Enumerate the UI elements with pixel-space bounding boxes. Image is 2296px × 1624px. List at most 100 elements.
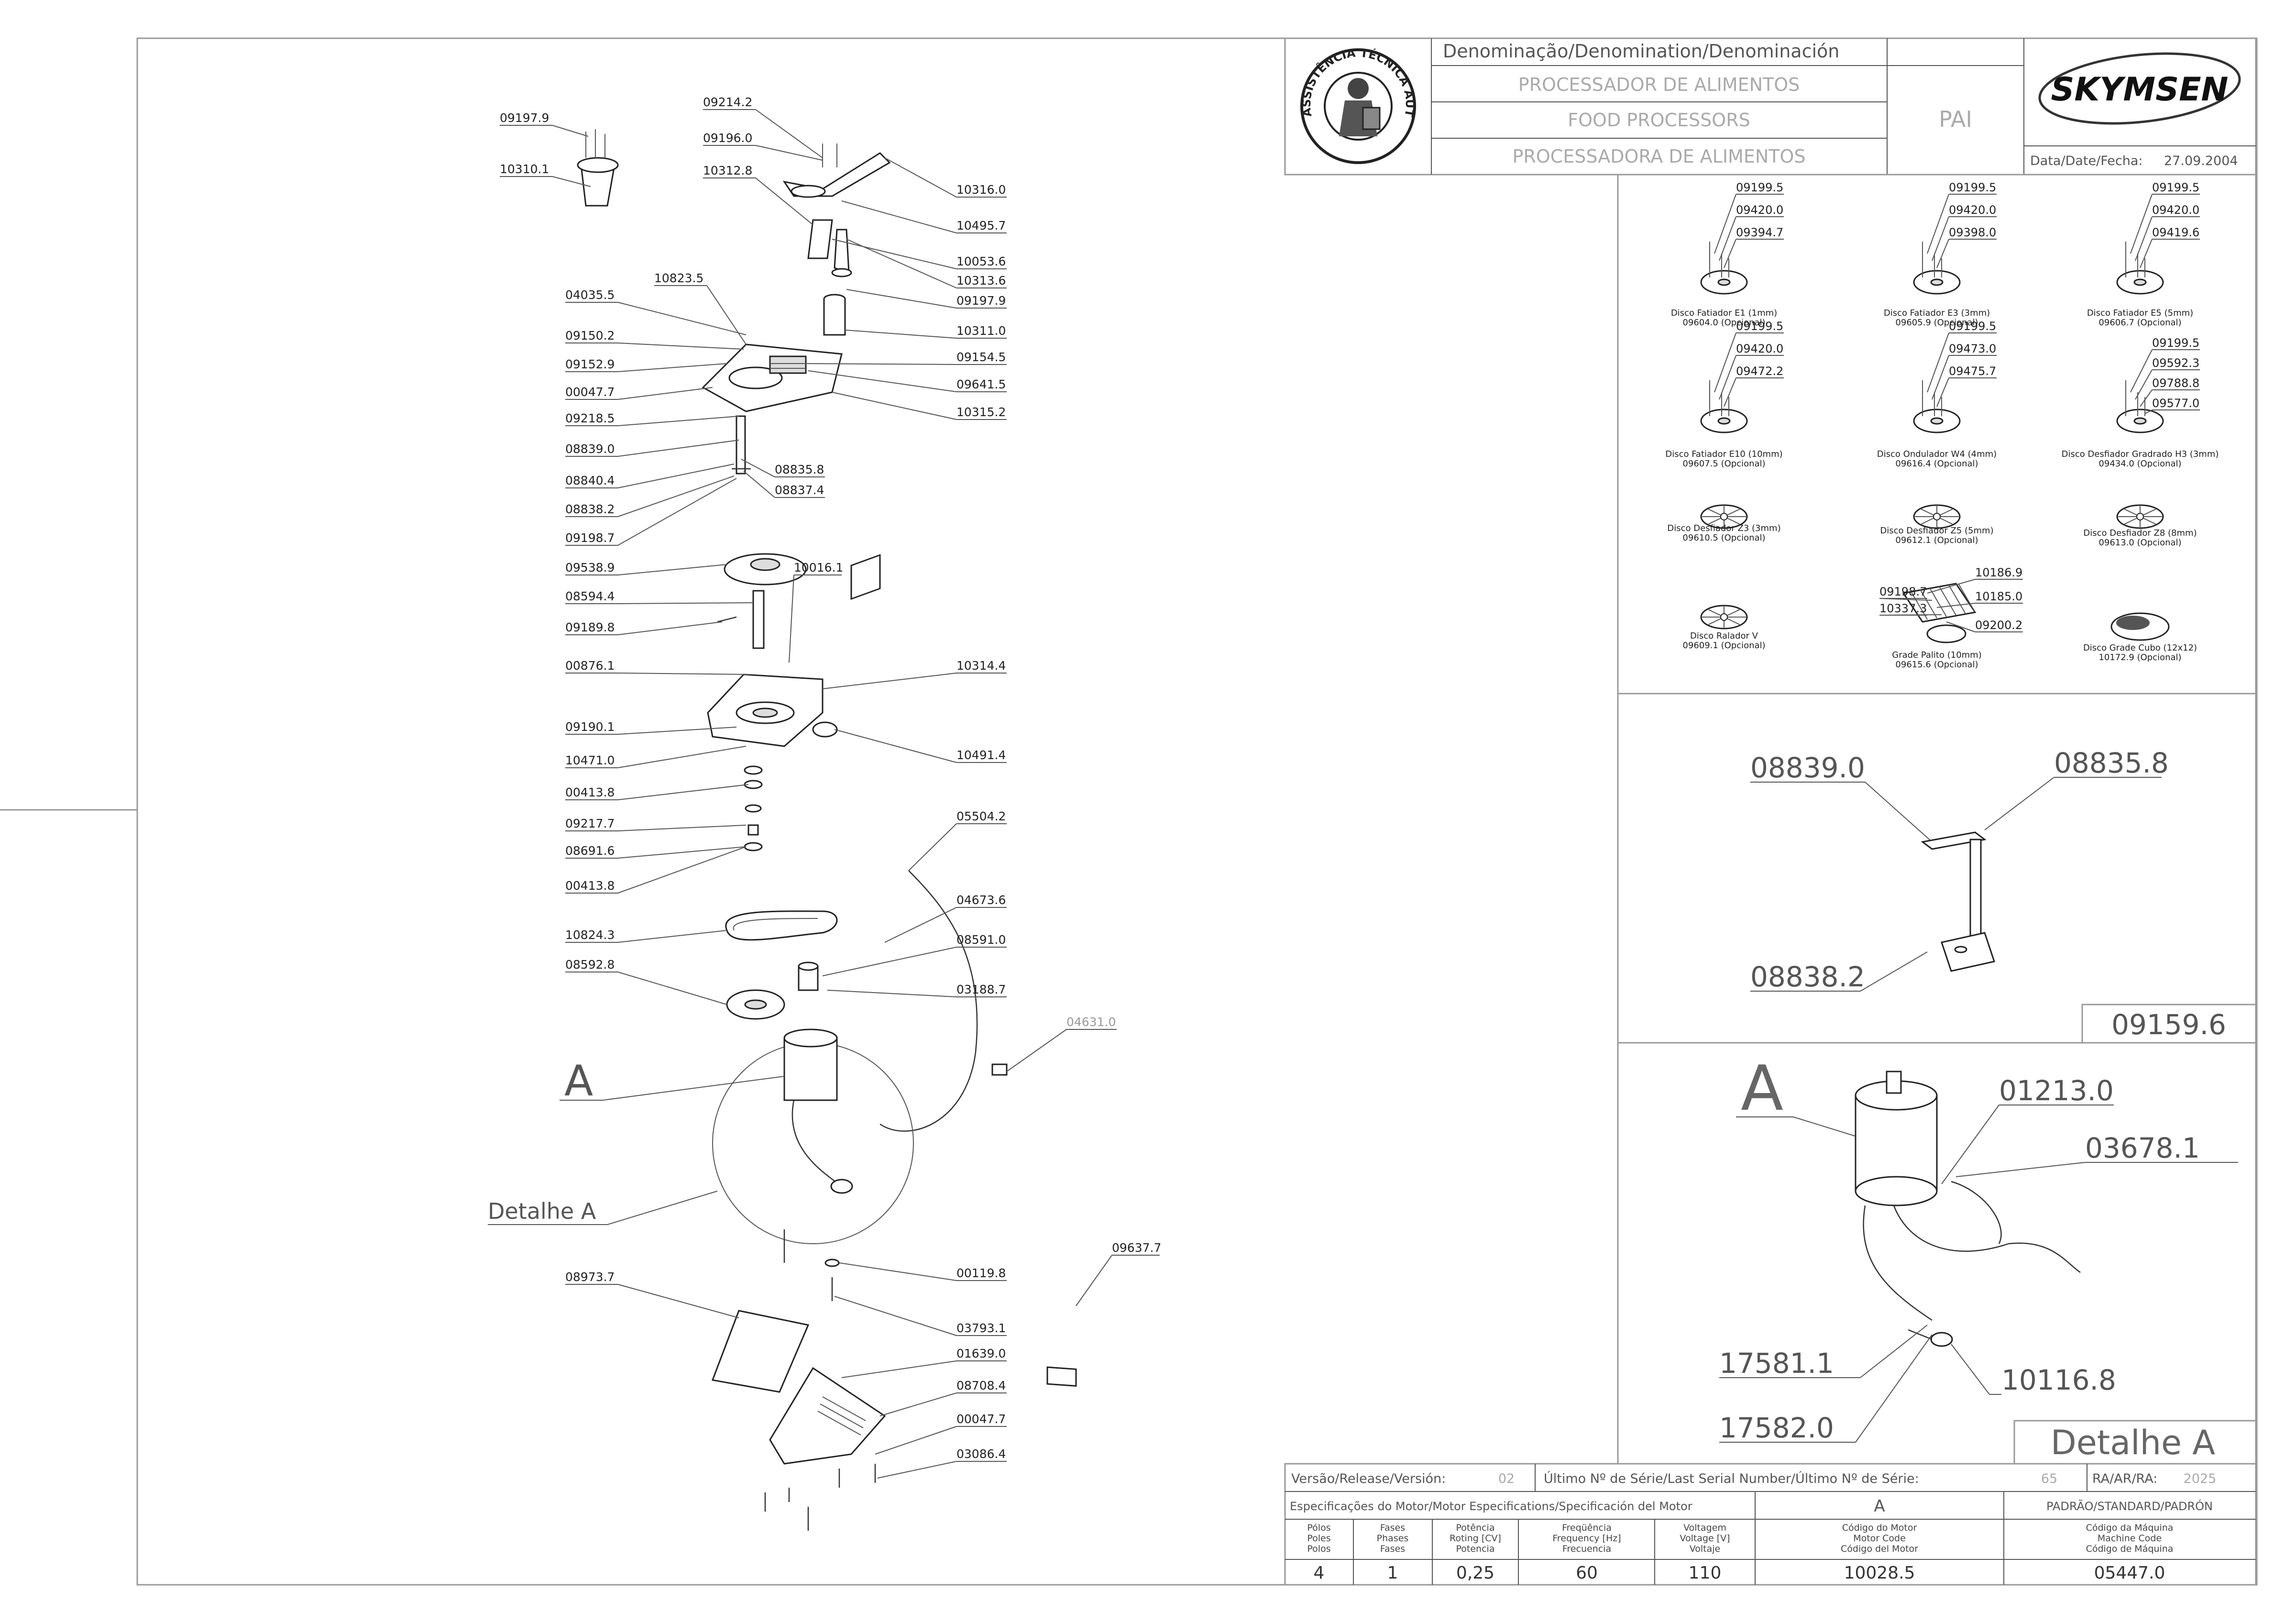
part-label: 10053.6 — [956, 254, 1006, 268]
header-block: ASSISTÊNCIA TÉCNICA AUTORIZADA Denominaç… — [0, 0, 2257, 176]
shaft-part — [717, 590, 765, 649]
leader-line — [822, 673, 957, 689]
motor-label-4: 10116.8 — [2001, 1364, 2116, 1396]
spec-header: Fases — [1380, 1523, 1405, 1533]
disc-part-label: 10185.0 — [1975, 590, 2022, 603]
disc-part-label: 09199.5 — [1949, 181, 1996, 194]
leader-line — [845, 330, 957, 339]
disc-code: 09610.5 (Opcional) — [1682, 533, 1765, 543]
part-label: 10316.0 — [956, 183, 1006, 197]
serial-label: Último Nº de Série/Last Serial Number/Úl… — [1544, 1471, 1919, 1486]
leader-line — [884, 907, 957, 943]
spec-value: 1 — [1387, 1563, 1398, 1583]
part-label: 09198.7 — [565, 531, 615, 545]
motor-spec-table: PólosPolesPolos4FasesPhasesFases1Potênci… — [1307, 1523, 2173, 1583]
disc-caption: Disco Fatiador E1 (1mm) — [1671, 308, 1777, 318]
disc-part-label: 09199.5 — [1736, 320, 1783, 333]
disc-part — [724, 553, 807, 586]
leader-line — [552, 125, 589, 137]
leader-line — [841, 200, 957, 233]
leader-line — [755, 177, 813, 225]
leader-line — [617, 930, 727, 943]
bracket-code: 09159.6 — [2111, 1008, 2226, 1041]
small-pulley-part — [798, 961, 819, 991]
spec-header: Roting [CV] — [1450, 1533, 1501, 1544]
leader-line — [841, 1360, 957, 1378]
leader-line — [706, 285, 747, 345]
spec-header: Código da Máquina — [2086, 1523, 2174, 1533]
leader-line — [552, 176, 591, 187]
leader-line — [617, 846, 747, 894]
part-label: 00413.8 — [565, 879, 615, 893]
leader-line — [834, 1296, 957, 1336]
spec-header: Voltagem — [1683, 1523, 1726, 1533]
leader-line — [617, 602, 754, 604]
part-label: 05504.2 — [956, 809, 1006, 823]
part-label: 10312.8 — [703, 164, 752, 177]
spec-value: 0,25 — [1456, 1563, 1494, 1583]
disc-part-label: 09394.7 — [1736, 226, 1783, 239]
part-label: 03793.1 — [956, 1321, 1006, 1335]
detail-a-caption: Detalhe A — [488, 1198, 596, 1224]
large-pulley-part — [726, 989, 785, 1020]
base-housing-part — [764, 1367, 886, 1531]
leader-line — [839, 1262, 957, 1281]
leader-line — [832, 392, 957, 420]
disc-code: 09609.1 (Opcional) — [1682, 641, 1765, 651]
disc-part-label: 09419.6 — [2152, 226, 2199, 239]
spec-value: 05447.0 — [2094, 1563, 2165, 1583]
disc-caption: Disco Ondulador W4 (4mm) — [1877, 449, 1997, 459]
part-number-labels: 09197.910310.109214.209196.010312.810316… — [500, 95, 1161, 1479]
leader-line — [617, 564, 727, 575]
leader-line — [803, 363, 957, 365]
leader-line — [617, 746, 747, 768]
disc-code: 09604.0 (Opcional) — [1682, 318, 1765, 328]
bracket-code-box — [2081, 1004, 2257, 1044]
part-label: 09218.5 — [565, 411, 615, 425]
bracket-detail-panel — [1617, 693, 2257, 1044]
spec-header: Poles — [1307, 1533, 1330, 1544]
part-label: 08837.4 — [775, 483, 824, 497]
bearing-part — [744, 765, 763, 775]
part-label: 10016.1 — [794, 561, 843, 574]
leader-line — [617, 464, 735, 488]
part-label: 08591.0 — [956, 933, 1006, 947]
part-label: 09217.7 — [565, 817, 615, 830]
disc-part-label: 09398.0 — [1949, 226, 1996, 239]
spec-header: Frequency [Hz] — [1552, 1533, 1621, 1544]
part-label: 08973.7 — [565, 1270, 615, 1284]
disc-caption: Disco Desfiador Gradrado H3 (3mm) — [2062, 449, 2219, 459]
leader-line — [1006, 1029, 1067, 1072]
spec-header: Código del Motor — [1841, 1544, 1918, 1554]
motor-label-3: 17581.1 — [1719, 1347, 1834, 1380]
leader-line — [755, 109, 823, 158]
part-label: 10314.4 — [956, 659, 1006, 673]
part-label: 10313.6 — [956, 274, 1006, 287]
title-block: Versão/Release/Versión: 02 Último Nº de … — [1284, 1463, 2257, 1586]
disc-part-label: 09577.0 — [2152, 397, 2199, 410]
drawing-frame — [136, 37, 2258, 1586]
spec-header: Código do Motor — [1842, 1523, 1917, 1533]
disc-part-label: 09475.7 — [1949, 365, 1996, 378]
ra-label: RA/AR/RA: — [2092, 1471, 2157, 1486]
model-code: PAI — [1939, 106, 1972, 132]
spec-header: Potência — [1456, 1523, 1495, 1533]
part-label: 10310.1 — [500, 162, 549, 176]
leader-line — [741, 459, 775, 477]
disc-caption: Disco Desfiador Z8 (8mm) — [2083, 528, 2197, 538]
motor-detail-letter: A — [1741, 1052, 1783, 1125]
leader-line — [617, 478, 737, 546]
part-label: 03086.4 — [956, 1447, 1006, 1461]
leader-line — [827, 990, 957, 997]
disc-code: 10172.9 (Opcional) — [2098, 652, 2181, 663]
bracket-label-3: 08838.2 — [1750, 961, 1865, 993]
leader-line — [877, 1461, 957, 1479]
motor-spec-label: Especificações do Motor/Motor Especifica… — [1290, 1500, 1692, 1513]
denomination-title: Denominação/Denomination/Denominación — [1443, 41, 1839, 62]
part-label: 10491.4 — [956, 748, 1006, 762]
leader-line — [617, 846, 747, 859]
